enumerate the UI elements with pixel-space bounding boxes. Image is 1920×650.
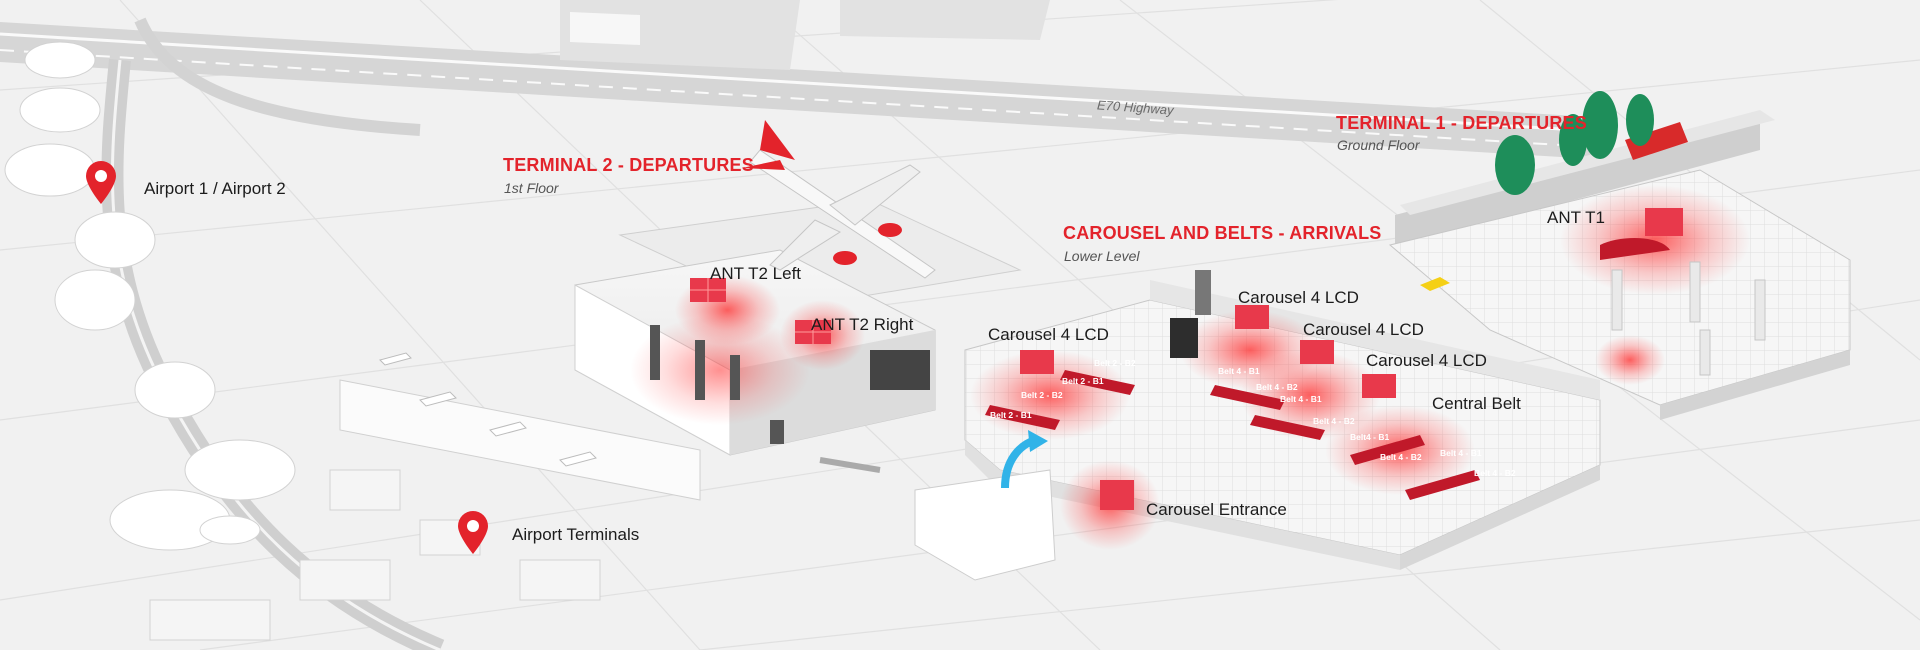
airplane bbox=[742, 120, 936, 279]
carousel-lcd-top: Carousel 4 LCD bbox=[1238, 288, 1359, 307]
arrivals-building bbox=[914, 270, 1601, 581]
apron bbox=[339, 352, 701, 501]
belt-label: Belt 2 - B2 bbox=[1021, 390, 1063, 400]
arrivals-floor: Lower Level bbox=[1064, 248, 1140, 264]
terminals-label: Airport Terminals bbox=[512, 525, 640, 544]
belt-label: Belt 4 - B1 bbox=[1218, 366, 1260, 376]
terminal2-building bbox=[574, 199, 1022, 473]
e70-highway bbox=[0, 17, 1611, 650]
central-belt-label: Central Belt bbox=[1432, 394, 1521, 413]
belt-label: Belt 4 - B2 bbox=[1256, 382, 1298, 392]
carousel-lcd-middle: Carousel 4 LCD bbox=[1303, 320, 1424, 339]
belt-label: Belt 2 - B1 bbox=[990, 410, 1032, 420]
belt-label: Belt 4 - B2 bbox=[1313, 416, 1355, 426]
belt-label: Belt 2 - B2 bbox=[1094, 358, 1136, 368]
terminal2-title: TERMINAL 2 - DEPARTURES bbox=[503, 155, 754, 175]
entrance-arrowhead-icon bbox=[1028, 430, 1048, 452]
terminal1-title: TERMINAL 1 - DEPARTURES bbox=[1336, 113, 1587, 133]
city-blocks bbox=[560, 0, 1050, 70]
city-left bbox=[4, 41, 601, 641]
carousel-entrance-label: Carousel Entrance bbox=[1146, 500, 1287, 519]
ant-t2-right-label: ANT T2 Right bbox=[811, 315, 914, 334]
belt-label: Belt 4 - B1 bbox=[1280, 394, 1322, 404]
ant-t1-label: ANT T1 bbox=[1547, 208, 1605, 227]
arrivals-title: CAROUSEL AND BELTS - ARRIVALS bbox=[1063, 223, 1382, 243]
ant-t2-left-label: ANT T2 Left bbox=[710, 264, 802, 283]
terminal2-floor: 1st Floor bbox=[504, 180, 559, 196]
carousel-lcd-right: Carousel 4 LCD bbox=[1366, 351, 1487, 370]
belt-label: Belt4 - B1 bbox=[1350, 432, 1389, 442]
belt-label: Belt 4 - B2 bbox=[1474, 468, 1516, 478]
carousel-lcd-left: Carousel 4 LCD bbox=[988, 325, 1109, 344]
map-pin-terminals bbox=[458, 511, 488, 554]
terminal1-floor: Ground Floor bbox=[1337, 137, 1420, 153]
belt-label: Belt 4 - B2 bbox=[1380, 452, 1422, 462]
map-pin-airports bbox=[86, 161, 116, 204]
airports-label: Airport 1 / Airport 2 bbox=[144, 179, 286, 198]
belt-label: Belt 4 - B1 bbox=[1440, 448, 1482, 458]
terminal1-building bbox=[1388, 91, 1851, 420]
belt-labels: Belt 2 - B2 Belt 2 - B1 Belt 2 - B2 Belt… bbox=[990, 358, 1516, 478]
belt-label: Belt 2 - B1 bbox=[1062, 376, 1104, 386]
